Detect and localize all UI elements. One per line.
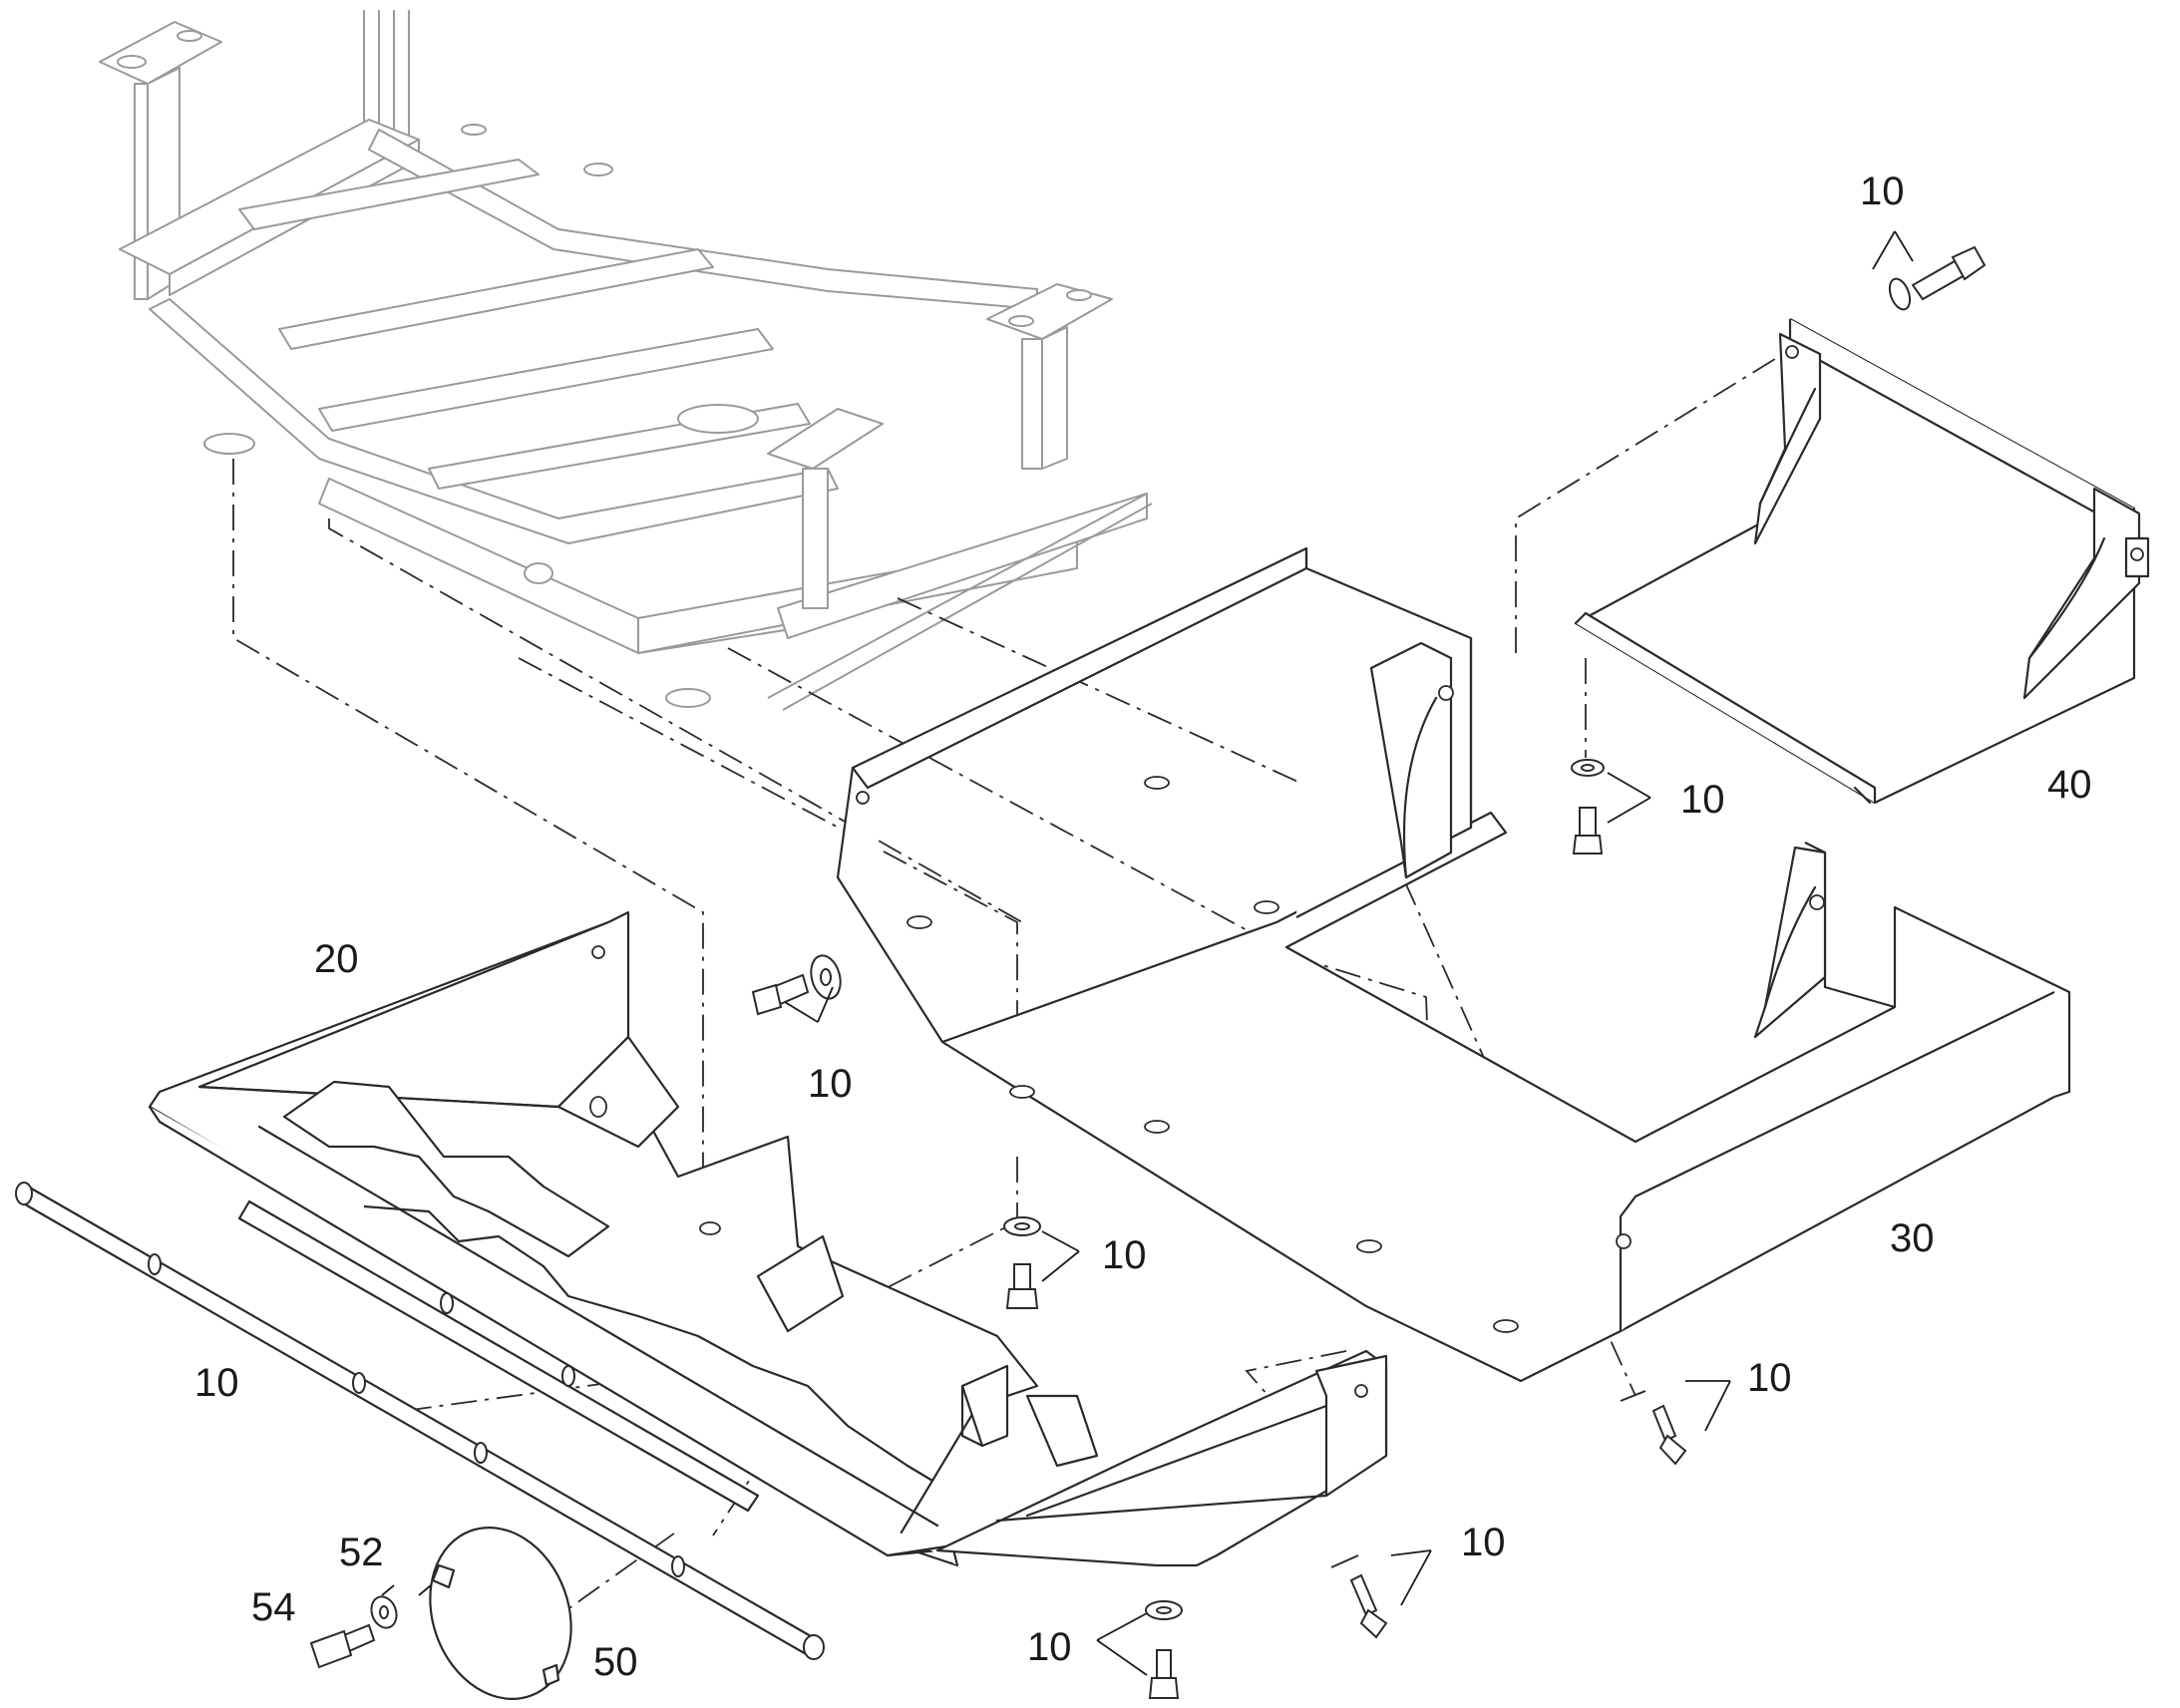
callout-leaders bbox=[381, 230, 1914, 1676]
hardware bbox=[309, 245, 1987, 1699]
part-30-lower-pan bbox=[836, 546, 2071, 1383]
part-10-rod bbox=[15, 1182, 825, 1660]
part-20-skid-plate bbox=[148, 910, 1388, 1567]
callout-labels: 10 10 40 20 10 10 30 10 10 10 10 52 54 5… bbox=[194, 170, 2092, 1684]
callout-10-right-lower: 10 bbox=[1747, 1356, 1792, 1400]
callout-20: 20 bbox=[314, 937, 359, 981]
callout-10-top: 10 bbox=[1860, 170, 1905, 213]
callout-10-mid: 10 bbox=[808, 1062, 853, 1106]
callout-30: 30 bbox=[1890, 1216, 1935, 1260]
callout-10-center: 10 bbox=[1102, 1233, 1147, 1277]
callout-52: 52 bbox=[339, 1531, 384, 1574]
part-40-upper-tray bbox=[1574, 318, 2150, 805]
vehicle-frame bbox=[99, 10, 1153, 711]
callout-10-bottom-center: 10 bbox=[1461, 1521, 1506, 1564]
callout-10-bottom: 10 bbox=[1027, 1625, 1072, 1669]
callout-10-right-upper: 10 bbox=[1680, 778, 1725, 822]
callout-50: 50 bbox=[593, 1640, 638, 1684]
callout-10-left: 10 bbox=[194, 1361, 239, 1405]
part-50-round-cover bbox=[429, 1526, 572, 1701]
callout-54: 54 bbox=[251, 1585, 296, 1629]
callout-40: 40 bbox=[2047, 763, 2092, 807]
